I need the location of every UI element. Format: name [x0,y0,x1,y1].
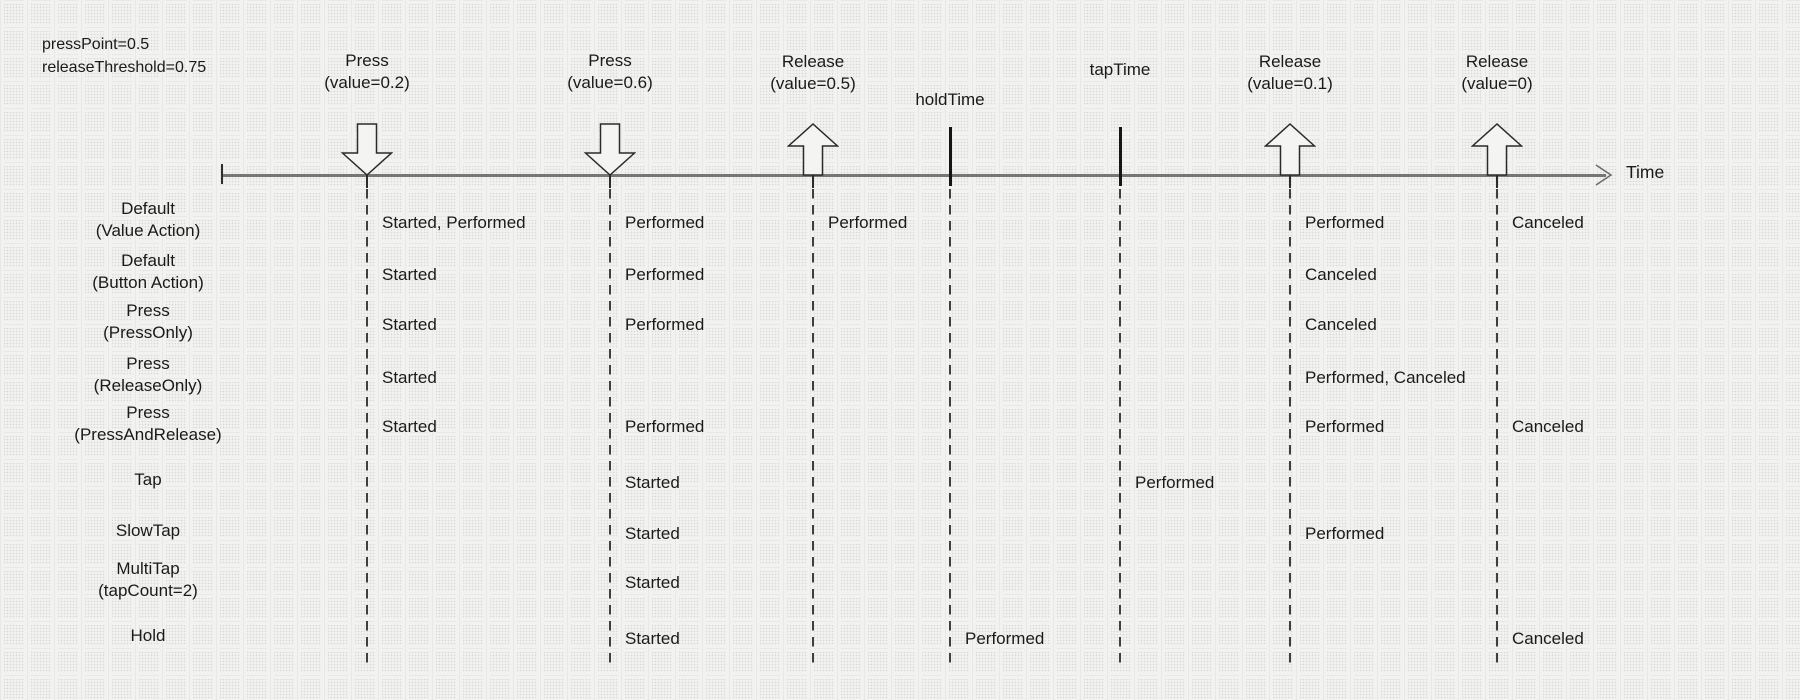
marker-press02-dashed-guide [366,189,368,663]
row-4-label-line: Press [126,403,170,422]
marker-release0-dashed-guide [1496,189,1498,663]
marker-release0-label-line: (value=0) [1461,74,1533,93]
cell-0-release01-state: Performed [1305,213,1385,232]
marker-release05-dashed-guide [812,189,814,663]
row-0-label-line: Default [121,199,175,218]
row-3-label-line: (ReleaseOnly) [93,376,203,395]
row-8-label-line: Hold [130,626,166,645]
marker-release0-release-arrow-icon [1471,123,1523,176]
marker-release01-dashed-guide [1289,189,1291,663]
marker-tapTime-label-line: tapTime [1089,60,1151,79]
marker-holdTime-dashed-guide [949,189,951,663]
cell-2-release01-state: Canceled [1305,315,1377,334]
marker-release01-label-line: Release [1258,52,1322,71]
row-6-label: SlowTap [18,520,278,542]
marker-holdTime-label-line: holdTime [915,90,985,109]
row-1-label: Default (Button Action) [18,250,278,294]
marker-holdTime-label: holdTime [860,89,1040,111]
config-releasethreshold: releaseThreshold=0.75 [42,59,207,76]
marker-release01-label: Release (value=0.1) [1200,51,1380,95]
row-1-label-line: Default [121,251,175,270]
cell-3-release01-state: Performed, Canceled [1305,368,1466,387]
marker-tapTime-label: tapTime [1030,59,1210,81]
cell-1-release01-state: Canceled [1305,265,1377,284]
marker-press02-label: Press (value=0.2) [277,50,457,94]
marker-release01-label-line: (value=0.1) [1247,74,1333,93]
time-axis-label: Time [1626,162,1665,182]
cell-6-release01-state: Performed [1305,524,1385,543]
cell-0-press06-state: Performed [625,213,705,232]
row-3-label-line: Press [126,354,170,373]
marker-press02-press-arrow-icon [341,123,393,176]
time-axis-arrowhead-icon [1595,164,1613,186]
marker-release01-axis-tick [1289,175,1291,188]
cell-4-release0-state: Canceled [1512,417,1584,436]
row-4-label: Press (PressAndRelease) [18,402,278,446]
cell-0-press02-state: Started, Performed [382,213,526,232]
cell-5-press06-state: Started [625,473,680,492]
marker-tapTime-time-tick [1118,127,1122,186]
marker-press06-label-line: (value=0.6) [567,73,653,92]
marker-press02-axis-tick [366,175,368,188]
marker-release0-label-line: Release [1465,52,1529,71]
cell-2-press06-state: Performed [625,315,705,334]
cell-1-press02-state: Started [382,265,437,284]
row-7-label-line: MultiTap [116,559,180,578]
row-8-label: Hold [18,625,278,647]
cell-8-release0-state: Canceled [1512,629,1584,648]
marker-release0-label: Release (value=0) [1407,51,1587,95]
row-2-label-line: Press [126,301,170,320]
marker-press02-label-line: (value=0.2) [324,73,410,92]
row-7-label: MultiTap (tapCount=2) [18,558,278,602]
cell-5-tapTime-state: Performed [1135,473,1215,492]
cell-3-press02-state: Started [382,368,437,387]
config-presspoint: pressPoint=0.5 [42,36,150,53]
cell-1-press06-state: Performed [625,265,705,284]
marker-press02-label-line: Press [345,51,389,70]
cell-4-press02-state: Started [382,417,437,436]
row-3-label: Press (ReleaseOnly) [18,353,278,397]
marker-press06-label: Press (value=0.6) [520,50,700,94]
marker-release05-label: Release (value=0.5) [723,51,903,95]
marker-tapTime-dashed-guide [1119,189,1121,663]
marker-release05-axis-tick [812,175,814,188]
row-2-label: Press (PressOnly) [18,300,278,344]
row-5-label: Tap [18,469,278,491]
cell-4-release01-state: Performed [1305,417,1385,436]
config-note: pressPoint=0.5 releaseThreshold=0.75 [42,33,206,79]
marker-release05-label-line: (value=0.5) [770,74,856,93]
row-2-label-line: (PressOnly) [103,323,193,342]
cell-0-release05-state: Performed [828,213,908,232]
time-axis-line [223,174,1606,177]
cell-0-release0-state: Canceled [1512,213,1584,232]
row-0-label: Default (Value Action) [18,198,278,242]
marker-release0-axis-tick [1496,175,1498,188]
row-5-label-line: Tap [134,470,162,489]
row-1-label-line: (Button Action) [92,273,204,292]
row-0-label-line: (Value Action) [95,221,201,240]
marker-press06-label-line: Press [588,51,632,70]
row-7-label-line: (tapCount=2) [98,581,198,600]
marker-holdTime-time-tick [948,127,952,186]
row-6-label-line: SlowTap [115,521,181,540]
cell-8-press06-state: Started [625,629,680,648]
marker-release01-release-arrow-icon [1264,123,1316,176]
time-axis-start-tick [221,164,223,184]
row-4-label-line: (PressAndRelease) [74,425,222,444]
cell-2-press02-state: Started [382,315,437,334]
marker-release05-release-arrow-icon [787,123,839,176]
marker-release05-label-line: Release [781,52,845,71]
marker-press06-dashed-guide [609,189,611,663]
cell-4-press06-state: Performed [625,417,705,436]
marker-press06-axis-tick [609,175,611,188]
cell-7-press06-state: Started [625,573,680,592]
cell-8-holdTime-state: Performed [965,629,1045,648]
cell-6-press06-state: Started [625,524,680,543]
marker-press06-press-arrow-icon [584,123,636,176]
